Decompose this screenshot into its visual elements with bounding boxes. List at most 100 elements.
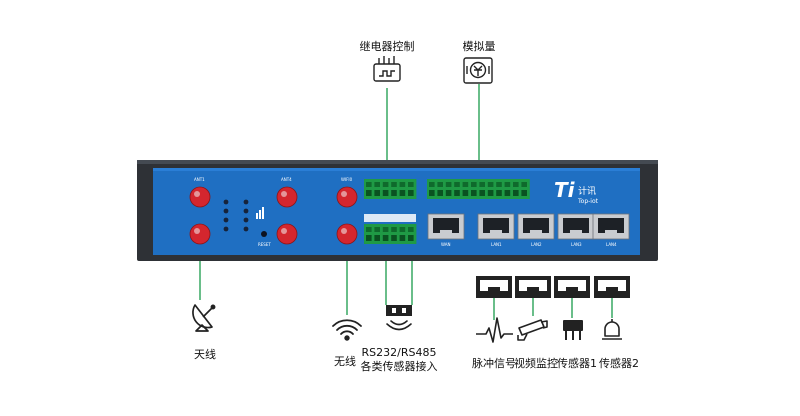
ethernet-port-socket: [433, 218, 459, 233]
terminal-screw: [408, 227, 414, 232]
terminal-block: [427, 179, 530, 199]
terminal-screw: [382, 182, 389, 187]
status-led: [223, 208, 229, 214]
terminal-slot: [454, 190, 460, 196]
terminal-slot: [521, 190, 527, 196]
relay-label: 继电器控制: [359, 40, 415, 53]
terminal-screw: [374, 182, 380, 187]
brand-cn: 计讯: [578, 185, 596, 197]
status-led: [223, 217, 229, 223]
external-jack-socket: [480, 280, 508, 291]
terminal-slot: [471, 190, 477, 196]
terminal-screw: [513, 182, 519, 187]
terminal-screw: [471, 182, 477, 187]
terminal-screw: [391, 227, 397, 232]
terminal-screw: [496, 182, 502, 187]
terminal-slot: [479, 190, 485, 196]
ethernet-port-tab: [570, 230, 582, 234]
terminal-screw: [429, 182, 435, 187]
reset-label: RESET: [258, 242, 271, 247]
terminal-screw: [366, 182, 372, 187]
terminal-screw: [445, 182, 452, 187]
external-jack-tab: [527, 287, 539, 292]
pulse-label: 脉冲信号: [472, 357, 516, 370]
ethernet-port-socket: [563, 218, 589, 233]
terminal-slot: [408, 235, 414, 241]
terminal-slot: [445, 190, 452, 196]
antenna-connector: [336, 186, 358, 208]
terminal-slot: [462, 190, 469, 196]
status-led: [243, 217, 249, 223]
terminal-screw: [454, 182, 460, 187]
sensor2-label: 传感器2: [599, 357, 639, 370]
terminal-slot: [429, 190, 435, 196]
status-leds: [223, 199, 249, 232]
ethernet-port-tab: [440, 230, 452, 234]
terminal-slot: [391, 235, 397, 241]
brand-mark: Ti: [554, 178, 576, 202]
antenna-connector: [276, 223, 298, 245]
terminal-slot: [366, 235, 372, 241]
terminal-screw: [521, 182, 527, 187]
terminal-slot: [408, 190, 414, 196]
ethernet-port-socket: [483, 218, 509, 233]
brand-en: Top-iot: [577, 198, 599, 205]
camera-icon: [517, 319, 548, 341]
terminal-screw: [366, 227, 372, 232]
ethernet-port-tab: [490, 230, 502, 234]
terminal-slot: [437, 190, 443, 196]
antenna-connector: [189, 186, 211, 208]
terminal-slot: [374, 235, 380, 241]
external-jack-socket: [598, 280, 626, 291]
terminal-slot: [382, 235, 389, 241]
terminal-screw: [479, 182, 485, 187]
alarm-bell-icon: [602, 319, 622, 340]
terminal-slot: [374, 190, 380, 196]
external-ports: [476, 276, 630, 298]
sensor-probe-icon: [563, 320, 583, 340]
reset-button[interactable]: [261, 231, 267, 237]
ethernet-port-socket: [523, 218, 549, 233]
antenna-connector: [336, 223, 358, 245]
status-led: [243, 199, 249, 205]
ethernet-port-label: LAN2: [531, 242, 542, 247]
external-jack-socket: [519, 280, 547, 291]
terminal-screw: [462, 182, 469, 187]
terminal-screw: [399, 227, 406, 232]
pulse-signal-icon: [476, 317, 513, 343]
wireless-label: 无线: [334, 355, 356, 368]
sensor1-label: 传感器1: [557, 357, 597, 370]
serial-sensor-icon: [386, 305, 412, 331]
ethernet-port-socket: [598, 218, 624, 233]
signal-bars-icon: [256, 207, 264, 219]
analog-icon: [463, 57, 493, 84]
device-frame-top: [137, 160, 658, 164]
terminal-label-strip: [364, 214, 416, 222]
antenna-label: 天线: [194, 348, 216, 361]
satellite-dish-icon: [192, 304, 216, 332]
terminal-slot: [382, 190, 389, 196]
terminal-slot: [366, 190, 372, 196]
ethernet-port-label: LAN3: [571, 242, 582, 247]
ant-label-3: WIFI0: [341, 177, 353, 182]
terminal-screw: [374, 227, 380, 232]
video-label: 视频监控: [514, 357, 558, 370]
terminal-slot: [513, 190, 519, 196]
status-led: [223, 226, 229, 232]
ethernet-port-label: LAN1: [491, 242, 502, 247]
external-jack-socket: [558, 280, 586, 291]
ethernet-port-tab: [605, 230, 617, 234]
external-jack-tab: [488, 287, 500, 292]
terminal-screw: [487, 182, 494, 187]
external-jack-tab: [566, 287, 578, 292]
status-led: [243, 208, 249, 214]
ethernet-port-label: WAN: [441, 242, 450, 247]
relay-icon: [373, 56, 401, 82]
analog-label: 模拟量: [462, 40, 496, 53]
status-led: [223, 199, 229, 205]
wifi-icon: [332, 319, 362, 341]
terminal-screw: [437, 182, 443, 187]
serial-label-line1: RS232/RS485: [361, 346, 437, 359]
